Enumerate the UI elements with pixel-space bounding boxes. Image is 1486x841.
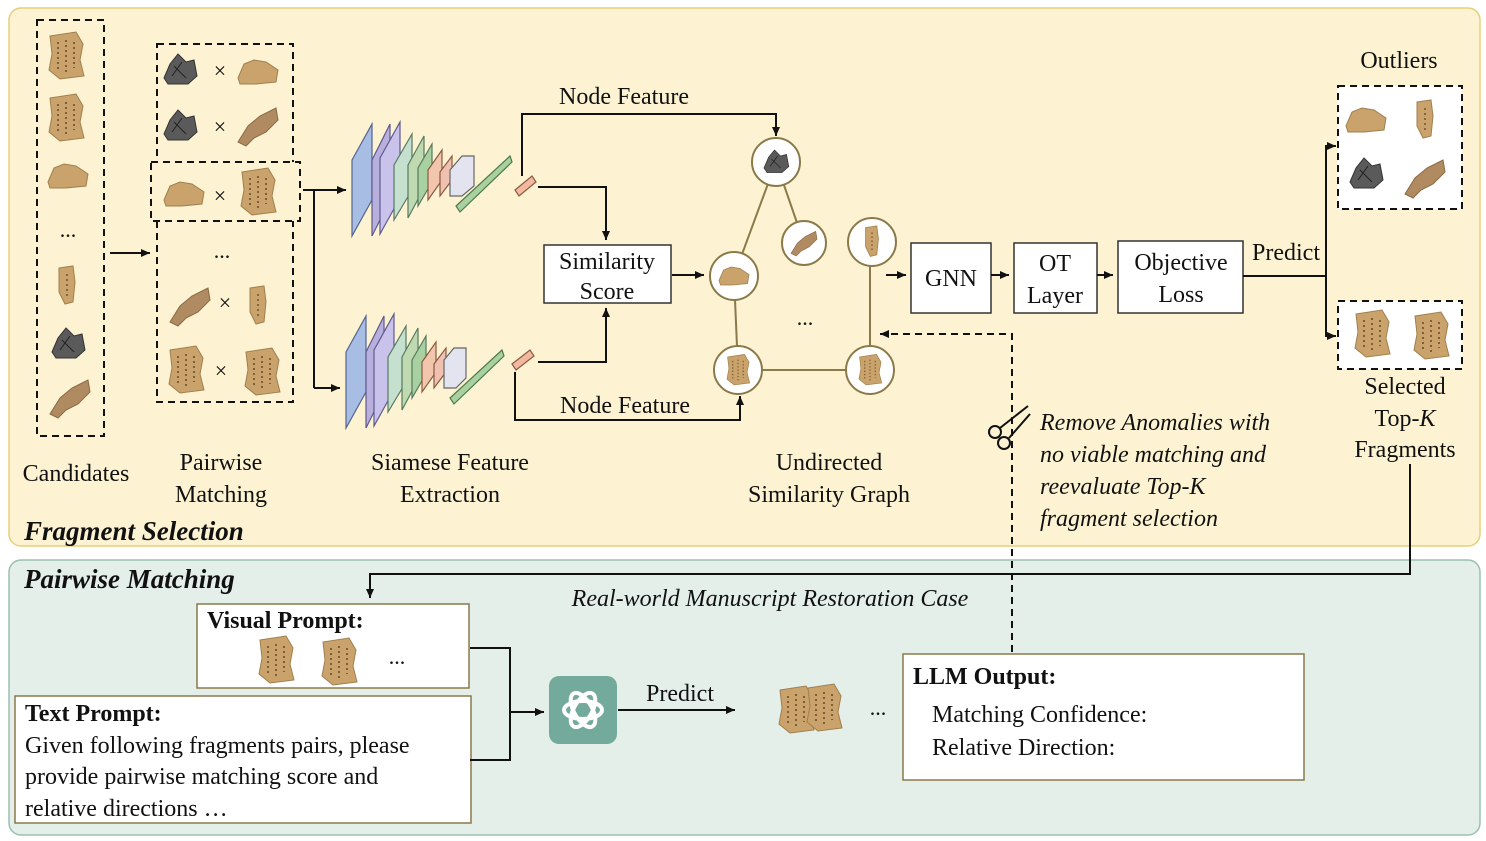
ot-layer-box bbox=[1013, 242, 1098, 314]
llm-predict-label: Predict bbox=[646, 681, 714, 707]
visual-prompt-label: Visual Prompt: bbox=[207, 608, 364, 634]
pairwise-matching-title: Pairwise Matching bbox=[23, 564, 235, 594]
candidate-fragment-icon bbox=[48, 31, 85, 80]
pairwise-label-line1: Pairwise bbox=[180, 450, 263, 476]
graph-node bbox=[713, 345, 763, 395]
matched-ellipsis: ... bbox=[870, 695, 887, 720]
similarity-score-line1: Similarity bbox=[559, 249, 655, 275]
selected-label-line3: Fragments bbox=[1354, 437, 1455, 463]
pairwise-label-line2: Matching bbox=[175, 482, 267, 508]
graph-label-line2: Similarity Graph bbox=[748, 482, 910, 508]
siamese-label-line2: Extraction bbox=[400, 482, 500, 508]
selected-label-line2: Top-K bbox=[1375, 406, 1438, 432]
arrow-node-feature-bottom bbox=[514, 372, 744, 421]
arrow-llm-feedback bbox=[880, 330, 1013, 652]
graph-node bbox=[781, 220, 827, 266]
fragment-selection-title: Fragment Selection bbox=[23, 516, 244, 546]
similarity-score-line2: Score bbox=[580, 279, 635, 305]
text-prompt-line3: relative directions … bbox=[25, 796, 228, 822]
siamese-label-line1: Siamese Feature bbox=[371, 450, 529, 476]
objective-loss-box bbox=[1117, 240, 1244, 314]
outliers-box bbox=[1337, 85, 1463, 210]
llm-output-box bbox=[902, 653, 1305, 781]
text-prompt-line1: Given following fragments pairs, please bbox=[25, 733, 410, 759]
selected-fragment-icon bbox=[1354, 309, 1391, 358]
gnn-box bbox=[910, 242, 992, 314]
graph-label-line1: Undirected bbox=[776, 450, 883, 476]
objective-label-line1: Objective bbox=[1134, 250, 1227, 276]
case-title: Real-world Manuscript Restoration Case bbox=[571, 586, 969, 612]
pair-fragment-icon bbox=[244, 347, 281, 396]
pair-times-symbol: × bbox=[219, 290, 231, 315]
node-feature-bottom-label: Node Feature bbox=[560, 393, 690, 419]
text-prompt-label: Text Prompt: bbox=[25, 701, 162, 727]
visual-prompt-fragment-icon bbox=[321, 637, 358, 686]
selected-top-k: K bbox=[1418, 406, 1437, 432]
ot-label-line1: OT bbox=[1039, 251, 1071, 277]
visual-prompt-fragment-icon bbox=[258, 635, 295, 684]
remove-note-line4: fragment selection bbox=[1040, 506, 1218, 532]
candidates-ellipsis: ... bbox=[60, 217, 77, 242]
selected-top-prefix: Top- bbox=[1375, 406, 1420, 432]
scissors-icon bbox=[988, 405, 1031, 450]
node-feature-top-label: Node Feature bbox=[559, 84, 689, 110]
matched-fragment-icon bbox=[806, 683, 843, 732]
candidate-fragment-icon bbox=[48, 93, 85, 142]
arrow-top-to-score bbox=[538, 186, 610, 240]
pairs-box bbox=[156, 43, 294, 403]
pair-fragment-icon bbox=[168, 345, 205, 394]
bottom-encoder bbox=[345, 311, 535, 431]
arrow-bottom-to-score bbox=[538, 308, 610, 363]
visual-prompt-ellipsis: ... bbox=[389, 644, 406, 669]
arrow-node-feature-top bbox=[521, 113, 780, 176]
candidates-box bbox=[36, 19, 105, 437]
candidates-label: Candidates bbox=[23, 461, 130, 487]
remove-note-line3: reevaluate Top-K bbox=[1040, 474, 1208, 500]
pair-times-symbol: × bbox=[214, 183, 226, 208]
arrow-selected-to-prompt bbox=[366, 464, 1411, 598]
top-encoder bbox=[351, 119, 537, 239]
pairs-ellipsis: ... bbox=[214, 238, 231, 263]
matching-confidence-label: Matching Confidence: bbox=[932, 702, 1147, 728]
graph-ellipsis: ... bbox=[797, 305, 814, 330]
remove-note-line2: no viable matching and bbox=[1040, 442, 1267, 468]
graph-node bbox=[847, 217, 897, 267]
gnn-label: GNN bbox=[925, 266, 977, 292]
prompt-merge-connector bbox=[470, 647, 511, 761]
graph-node bbox=[845, 345, 895, 395]
pair-times-symbol: × bbox=[214, 58, 226, 83]
outliers-label: Outliers bbox=[1360, 48, 1437, 74]
remove-note-line1: Remove Anomalies with bbox=[1039, 410, 1270, 436]
predict-label: Predict bbox=[1252, 240, 1320, 266]
text-prompt-line2: provide pairwise matching score and bbox=[25, 764, 378, 790]
pair-fragment-icon bbox=[240, 167, 277, 216]
graph-node bbox=[751, 137, 801, 187]
ot-label-line2: Layer bbox=[1027, 283, 1083, 309]
selected-label-line1: Selected bbox=[1364, 374, 1445, 400]
similarity-score-box bbox=[543, 244, 672, 304]
llm-output-label: LLM Output: bbox=[913, 664, 1056, 690]
chatgpt-logo-icon bbox=[549, 676, 617, 744]
arrow-to-outliers bbox=[1325, 142, 1336, 276]
relative-direction-label: Relative Direction: bbox=[932, 735, 1115, 761]
pair-times-symbol: × bbox=[215, 358, 227, 383]
text-prompt-box bbox=[14, 695, 472, 824]
graph-node bbox=[709, 251, 759, 301]
pair-times-symbol: × bbox=[214, 114, 226, 139]
selected-fragment-icon bbox=[1413, 311, 1450, 360]
objective-label-line2: Loss bbox=[1158, 282, 1203, 308]
arrow-to-selected bbox=[1325, 276, 1336, 340]
